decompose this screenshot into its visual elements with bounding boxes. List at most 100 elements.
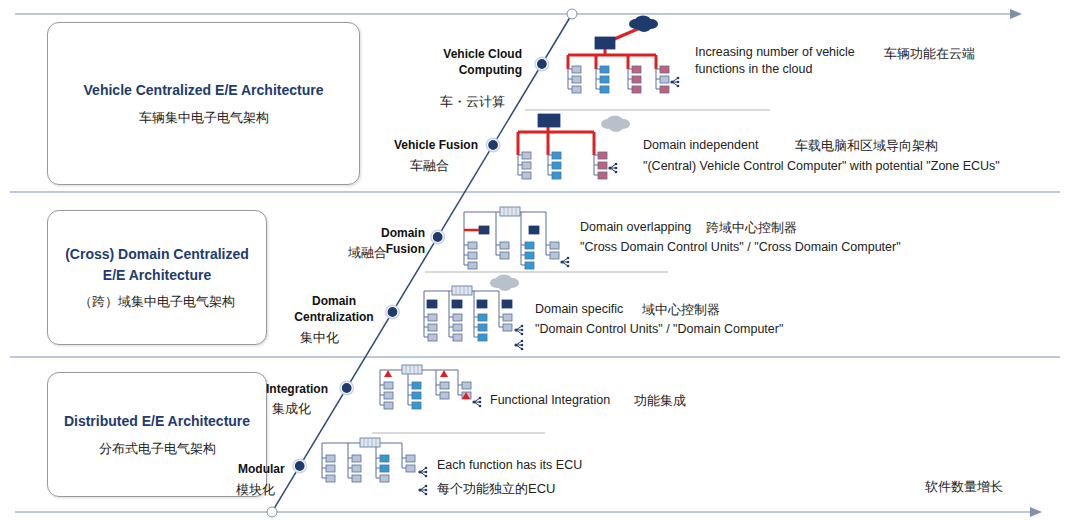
description: "Domain Control Units" / "Domain Compute…	[535, 321, 783, 338]
ecu-square	[384, 392, 393, 399]
architecture-box: (Cross) Domain Centralized E/E Architect…	[47, 210, 267, 345]
bus-line	[595, 55, 598, 69]
wire	[568, 89, 572, 90]
bus-line	[474, 291, 475, 317]
description: Domain overlapping	[580, 219, 691, 236]
node-dot	[677, 81, 680, 84]
wire	[656, 89, 660, 90]
node-dot	[514, 343, 517, 346]
wire	[380, 405, 384, 406]
ecu-square	[412, 392, 421, 399]
stage-divider	[525, 110, 770, 111]
wire	[424, 337, 428, 338]
description: "Cross Domain Control Units" / "Cross Do…	[580, 239, 901, 256]
ecu-square	[522, 162, 531, 169]
stage-dot	[341, 383, 352, 394]
node-dot	[472, 400, 475, 403]
stage-dot	[292, 459, 307, 474]
node-dot	[418, 470, 421, 473]
bus-line	[464, 212, 465, 245]
wire	[518, 165, 522, 166]
ecu-square	[352, 475, 361, 482]
stage-dot	[339, 381, 354, 396]
stage-name: Modular	[238, 461, 285, 477]
node-dot	[521, 340, 524, 343]
wire	[499, 327, 503, 328]
wire	[449, 327, 453, 328]
wire	[499, 317, 503, 318]
domain-controller	[529, 226, 539, 234]
ecu-square	[600, 76, 609, 83]
ecu-square	[462, 392, 471, 399]
wire	[548, 175, 552, 176]
wire	[628, 69, 632, 70]
ecu-square	[468, 242, 477, 249]
ecu-square	[384, 402, 393, 409]
ecu-square	[660, 76, 669, 83]
wire	[436, 395, 440, 396]
stage-dot	[432, 232, 443, 243]
description: Increasing number of vehicle functions i…	[695, 44, 873, 78]
gateway-grid	[410, 365, 411, 374]
wire	[322, 458, 326, 459]
function-marker	[462, 392, 470, 399]
gateway-grid	[372, 438, 373, 447]
axis-arrow	[1030, 507, 1042, 517]
ecu-square	[500, 252, 509, 259]
stage-name: Integration	[266, 381, 328, 397]
wire	[596, 79, 600, 80]
node-dot	[560, 260, 563, 263]
ecu-square	[632, 86, 641, 93]
band-divider	[10, 191, 1060, 192]
wire	[546, 245, 547, 255]
stage-dot	[294, 461, 305, 472]
architecture-box: Vehicle Centralized E/E Architecture车辆集中…	[47, 22, 360, 185]
stage-divider	[372, 433, 545, 434]
stage-divider	[425, 272, 668, 273]
description-cn: 车辆功能在云端	[884, 45, 975, 63]
gateway	[452, 286, 472, 295]
description-cn: 跨域中心控制器	[706, 219, 797, 237]
node-dot	[418, 488, 421, 491]
ecu-square	[428, 334, 437, 341]
node-dot	[425, 475, 428, 478]
wire	[594, 165, 598, 166]
ecu-square	[478, 334, 487, 341]
wire	[594, 175, 598, 176]
node-dot	[521, 344, 524, 347]
ecu-square	[440, 392, 449, 399]
ecu-square	[406, 455, 415, 462]
vehicle-computer	[595, 37, 615, 49]
stage-name: Vehicle Cloud Computing	[437, 46, 522, 78]
stage-name-cn: 车・云计算	[430, 93, 505, 111]
wire	[348, 478, 352, 479]
gateway-grid	[460, 286, 461, 295]
gateway-grid	[414, 365, 415, 374]
ecu-square	[660, 66, 669, 73]
ecu-square	[428, 324, 437, 331]
ecu-square	[478, 314, 487, 321]
band-divider	[10, 356, 1060, 357]
stage-name-cn: 集中化	[300, 329, 339, 347]
ecu-square	[572, 66, 581, 73]
wire	[521, 255, 525, 256]
wire	[408, 405, 412, 406]
architecture-title-cn: 分布式电子电气架构	[99, 440, 216, 458]
bus-line	[402, 443, 403, 458]
wire	[521, 245, 525, 246]
description-cn: 功能集成	[634, 392, 686, 410]
node-dot	[567, 257, 570, 260]
wire	[568, 79, 572, 80]
gateway	[402, 365, 422, 374]
ecu-square	[440, 382, 449, 389]
ecu-square	[522, 152, 531, 159]
gateway-grid	[406, 365, 407, 374]
bus-line	[593, 132, 596, 155]
axis-circle	[567, 9, 577, 19]
node-dot	[677, 77, 680, 80]
axis-circle	[267, 507, 277, 517]
wire	[656, 79, 660, 80]
gateway-grid	[368, 438, 369, 447]
wire	[376, 458, 380, 459]
ecu-square	[468, 252, 477, 259]
